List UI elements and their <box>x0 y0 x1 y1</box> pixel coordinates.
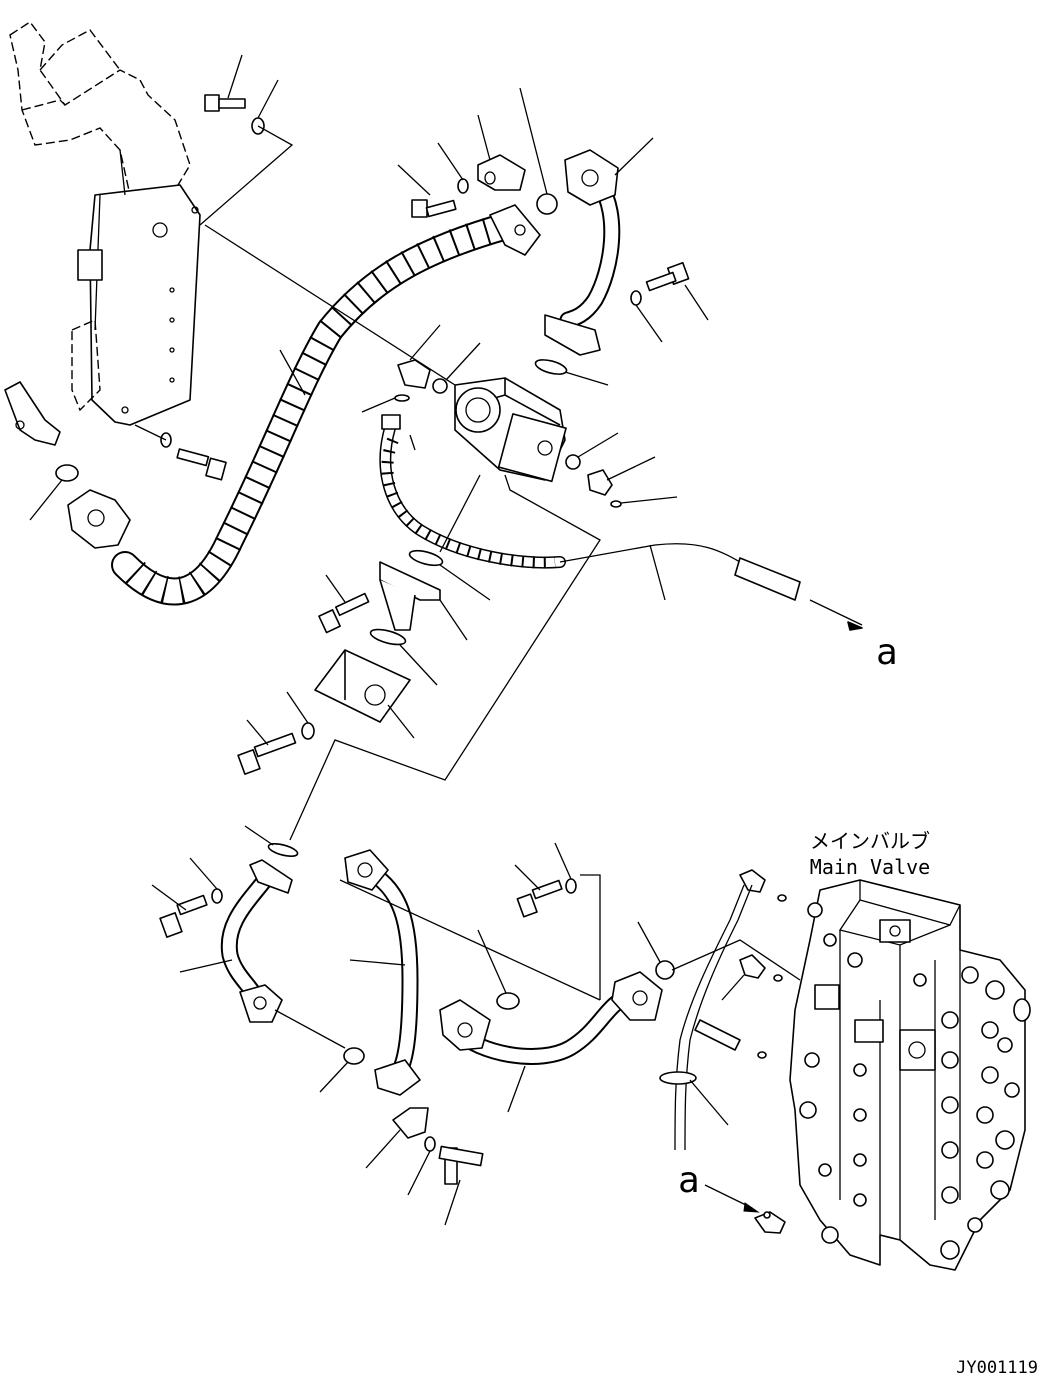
split-flange-top <box>477 114 526 191</box>
bolt-manifold <box>237 691 315 775</box>
o-ring-top <box>519 87 558 215</box>
arrow-to-marker-bottom <box>704 1184 760 1213</box>
pipe-top-right <box>544 137 654 356</box>
valve-block-center <box>204 224 601 841</box>
hose-large-wrapped <box>67 204 541 606</box>
bolt-bottom-right <box>514 842 577 918</box>
pipe-bottom-curved <box>439 874 663 1113</box>
bolt-bottom-left <box>151 857 223 938</box>
bolt-top-left <box>199 54 294 226</box>
hose-pilot-wrapped <box>379 414 863 631</box>
o-ring-left <box>29 464 79 521</box>
o-ring-middle-1 <box>408 474 491 601</box>
main-valve-pilot-lines <box>659 869 787 1234</box>
o-ring-middle-2 <box>369 628 438 686</box>
main-valve-fittings <box>799 902 1031 1260</box>
pipe-bottom-left <box>179 859 346 1049</box>
bolt-bottom-center <box>438 1145 484 1226</box>
drawing-number: JY001119 <box>956 1358 1038 1378</box>
bolt-split-flange <box>397 142 469 218</box>
o-ring-bottom-left <box>319 1047 365 1093</box>
hose-bottom-vertical <box>339 849 601 1096</box>
o-ring-bottom-top <box>244 825 299 857</box>
bolt-top-right <box>630 261 709 343</box>
split-flange-bottom <box>365 1107 436 1196</box>
main-valve-label-en: Main Valve <box>810 855 930 879</box>
o-ring-center-small <box>432 342 481 394</box>
fitting-right-small <box>565 432 678 508</box>
main-valve-label-jp: メインバルブ <box>810 829 930 853</box>
o-ring-center-right <box>534 359 609 386</box>
bolt-bracket-lower <box>134 424 227 481</box>
frame-bracket <box>9 21 201 426</box>
o-ring-bottom-center <box>477 929 520 1010</box>
block-manifold <box>314 649 415 739</box>
plate-adapter <box>379 561 468 641</box>
connection-marker-top: a <box>876 632 898 673</box>
bolt-middle <box>318 574 370 634</box>
flange-left-small <box>4 381 61 446</box>
elbow-fitting-center <box>361 324 441 413</box>
o-ring-bottom-right <box>637 921 801 981</box>
connection-marker-bottom: a <box>678 1160 700 1201</box>
